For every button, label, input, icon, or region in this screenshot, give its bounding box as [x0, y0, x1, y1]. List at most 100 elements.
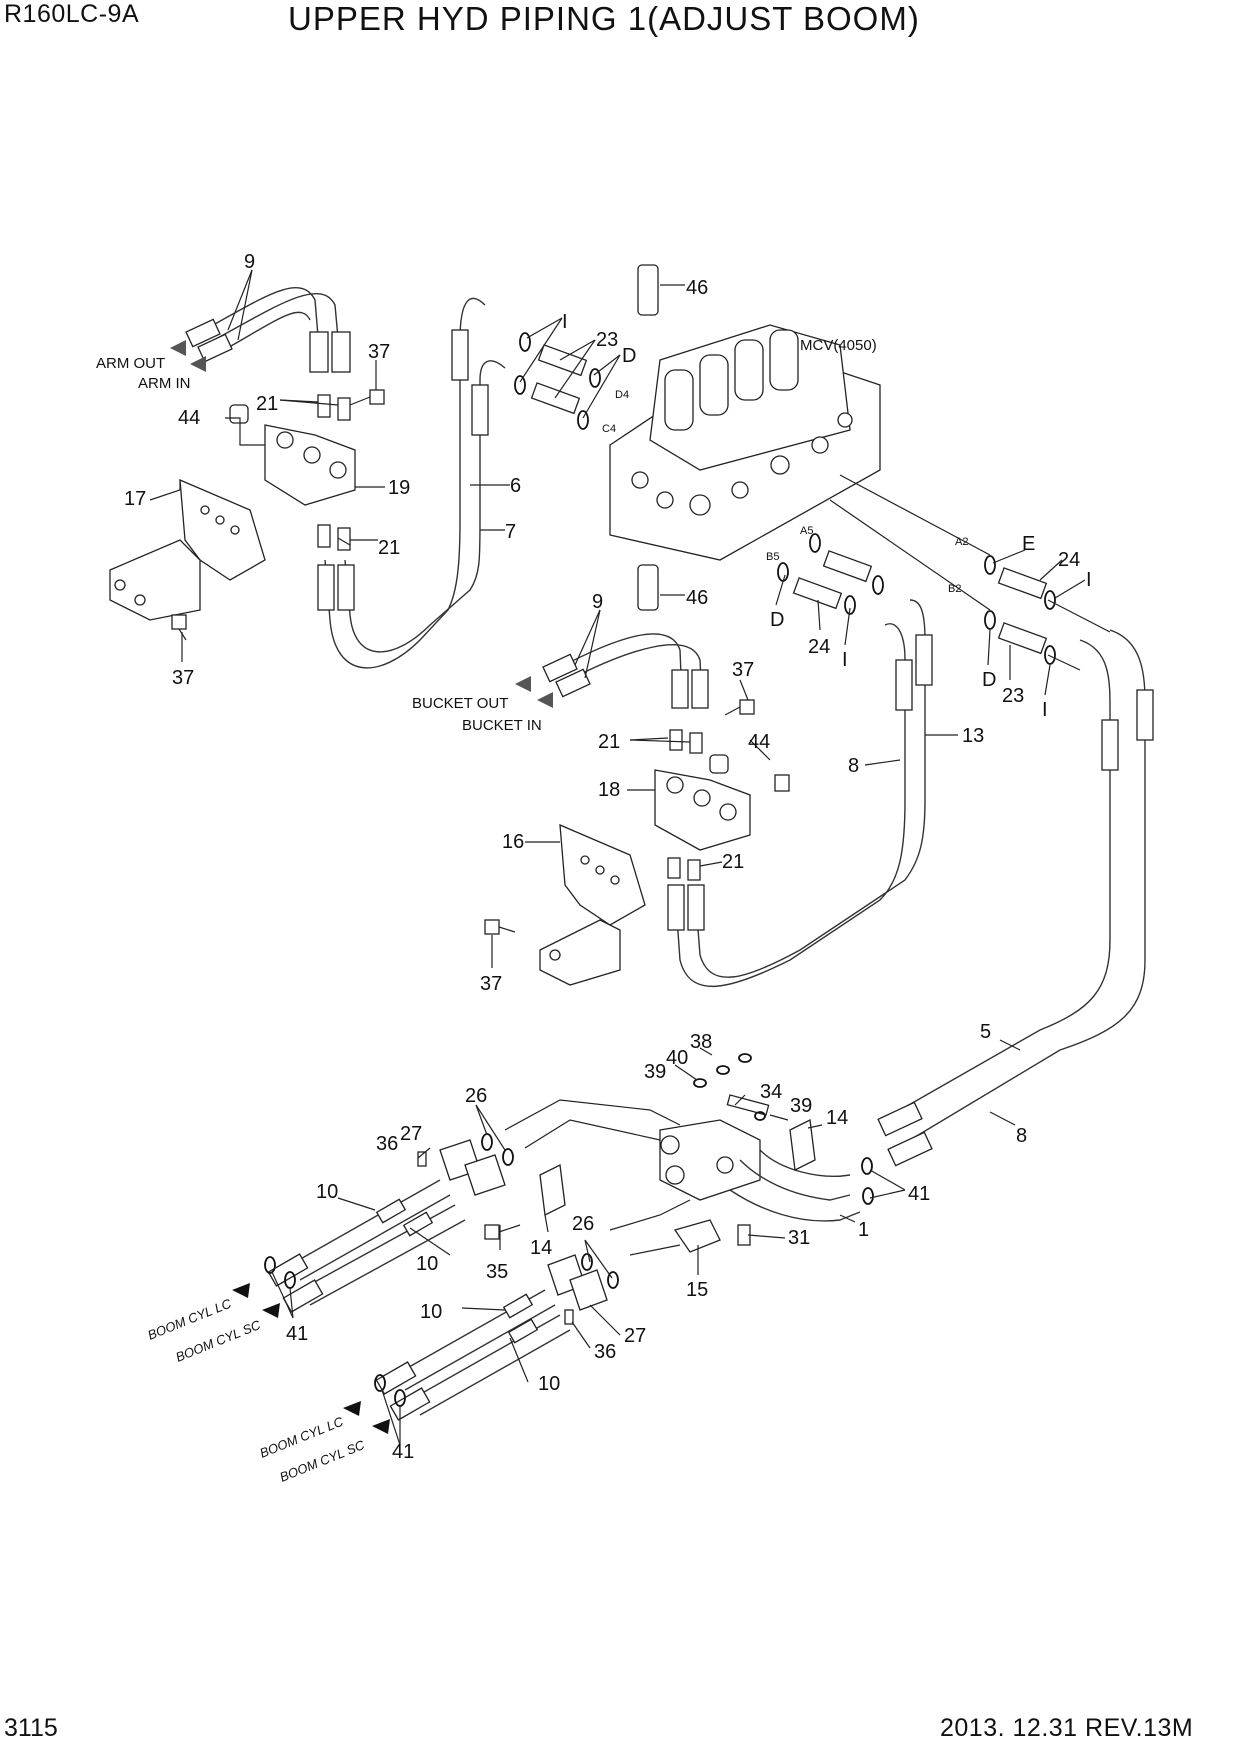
port-b5-label: B5: [766, 551, 779, 563]
callout-I: I: [562, 311, 568, 333]
callout-39: 39: [644, 1061, 666, 1083]
hoses-5-8-long: [877, 629, 1154, 1167]
arm-out-label: ARM OUT: [96, 355, 165, 372]
bracket-15: [673, 1219, 721, 1253]
flange-27-a: [439, 1139, 506, 1196]
adapters-23-upper: [530, 344, 588, 415]
plug-44-a: [229, 404, 249, 424]
callout-9: 9: [592, 591, 603, 613]
callout-18: 18: [598, 779, 620, 801]
callout-41: 41: [286, 1323, 308, 1345]
bucket-in-label: BUCKET IN: [462, 717, 542, 734]
main-control-valve: [609, 324, 881, 561]
hoses-6-7: [317, 297, 506, 669]
bolt-36-b: [564, 1309, 574, 1325]
callout-13: 13: [962, 725, 984, 747]
callout-26: 26: [572, 1213, 594, 1235]
callout-10: 10: [416, 1253, 438, 1275]
bracket-16: [539, 823, 646, 986]
callout-6: 6: [510, 475, 521, 497]
boom-flow-arrows: [232, 1283, 390, 1434]
bolt-37-d: [484, 919, 516, 935]
manifold-block-19: [264, 424, 356, 506]
callout-5: 5: [980, 1021, 991, 1043]
callout-I: I: [1086, 569, 1092, 591]
callout-D: D: [622, 345, 636, 367]
callout-37: 37: [732, 659, 754, 681]
callout-23: 23: [596, 329, 618, 351]
callout-17: 17: [124, 488, 146, 510]
clamp-14-a: [789, 1119, 816, 1171]
callout-19: 19: [388, 477, 410, 499]
callout-41: 41: [908, 1183, 930, 1205]
callout-14: 14: [826, 1107, 848, 1129]
model-code: R160LC-9A: [4, 0, 140, 28]
bolt-37-b: [171, 614, 187, 641]
callout-D: D: [982, 669, 996, 691]
callout-46: 46: [686, 277, 708, 299]
fittings-21-b: [317, 524, 351, 551]
arm-in-label: ARM IN: [138, 375, 191, 392]
callout-24: 24: [808, 636, 830, 658]
relief-valve-46-a: [637, 264, 685, 316]
boom-hoses-10-lower: [375, 1289, 571, 1421]
revision-date: 2013. 12.31 REV.13M: [940, 1714, 1194, 1742]
bucket-hose-assembly: [542, 633, 709, 709]
bucket-out-label: BUCKET OUT: [412, 695, 508, 712]
callout-E: E: [1022, 533, 1035, 555]
callout-40: 40: [666, 1047, 688, 1069]
callout-I: I: [1042, 699, 1048, 721]
callout-10: 10: [538, 1373, 560, 1395]
fittings-21-c: [669, 729, 703, 754]
callout-D: D: [770, 609, 784, 631]
boom-hoses-10-upper: [267, 1179, 466, 1313]
callout-37: 37: [172, 667, 194, 689]
clamp-14-b: [539, 1164, 566, 1216]
callout-36: 36: [376, 1133, 398, 1155]
callout-41: 41: [392, 1441, 414, 1463]
callout-37: 37: [368, 341, 390, 363]
bolt-35: [484, 1224, 521, 1240]
callout-39: 39: [790, 1095, 812, 1117]
callout-37: 37: [480, 973, 502, 995]
callout-34: 34: [760, 1081, 782, 1103]
callout-leaders: [149, 269, 1086, 1446]
bucket-flow-arrows: [515, 676, 553, 708]
callout-38: 38: [690, 1031, 712, 1053]
callout-21: 21: [722, 851, 744, 873]
callout-46: 46: [686, 587, 708, 609]
port-leader-lines: [829, 474, 1111, 671]
port-c4-label: C4: [602, 423, 616, 435]
callout-44: 44: [748, 731, 770, 753]
arm-hose-assembly: [185, 287, 351, 373]
port-b2-label: B2: [948, 583, 961, 595]
fittings-21-d: [667, 857, 701, 881]
page-title: UPPER HYD PIPING 1(ADJUST BOOM): [288, 0, 920, 37]
callout-9: 9: [244, 251, 255, 273]
callout-35: 35: [486, 1261, 508, 1283]
callout-7: 7: [505, 521, 516, 543]
callout-21: 21: [598, 731, 620, 753]
port-a5-label: A5: [800, 525, 813, 537]
hoses-8-13: [667, 599, 933, 988]
callout-21: 21: [256, 393, 278, 415]
callout-I: I: [842, 649, 848, 671]
manifold-block-18: [654, 769, 751, 851]
adapters-24-a5-b5: [777, 533, 884, 615]
fittings-21-a: [317, 394, 351, 421]
port-a2-label: A2: [955, 536, 968, 548]
callout-23: 23: [1002, 685, 1024, 707]
callout-1: 1: [858, 1219, 869, 1241]
bolt-34: [726, 1094, 770, 1116]
callout-10: 10: [420, 1301, 442, 1323]
mcv-label: MCV(4050): [800, 337, 877, 354]
plug-44-b: [709, 754, 790, 792]
bracket-17: [109, 478, 266, 621]
callout-21: 21: [378, 537, 400, 559]
pipe-1: [729, 1149, 861, 1222]
o-rings-upper: [514, 332, 601, 430]
callout-27: 27: [400, 1123, 422, 1145]
bolt-37-c: [724, 699, 755, 716]
callout-15: 15: [686, 1279, 708, 1301]
